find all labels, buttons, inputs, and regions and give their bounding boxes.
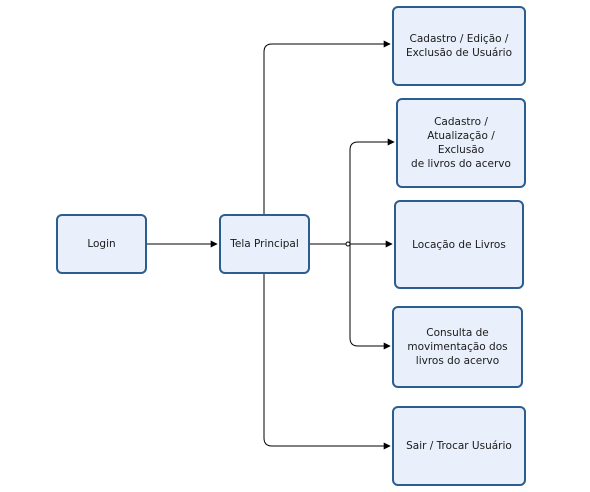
node-login[interactable]: Login [56, 214, 147, 274]
node-movement-query-line: livros do acervo [415, 355, 500, 367]
node-movement-query[interactable]: Consulta de movimentação dos livros do a… [392, 306, 523, 388]
node-main-screen[interactable]: Tela Principal [219, 214, 310, 274]
node-movement-query-line: movimentação dos [407, 341, 508, 353]
node-book-rental-label: Locação de Livros [412, 238, 506, 251]
node-movement-query-line: Consulta de [426, 327, 489, 339]
node-user-registration[interactable]: Cadastro / Edição / Exclusão de Usuário [392, 6, 526, 86]
node-user-registration-line: Cadastro / Edição / [409, 33, 509, 45]
node-book-registration-line: Atualização / Exclusão [427, 130, 495, 156]
node-main-screen-label: Tela Principal [230, 238, 299, 250]
node-book-rental[interactable]: Locação de Livros [394, 200, 524, 289]
edge-junction [345, 241, 351, 247]
edge-main-to-logout [263, 274, 391, 450]
node-user-registration-line: Exclusão de Usuário [405, 47, 513, 59]
node-book-registration-line: de livros do acervo [411, 158, 511, 170]
edge-main-to-book-registration [310, 138, 395, 245]
node-book-registration[interactable]: Cadastro / Atualização / Exclusão de liv… [396, 98, 526, 188]
node-logout[interactable]: Sair / Trocar Usuário [392, 406, 526, 486]
node-logout-label: Sair / Trocar Usuário [406, 440, 512, 452]
node-login-label: Login [87, 238, 116, 250]
edge-main-to-movement-query [349, 244, 391, 350]
edge-main-to-user-registration [263, 40, 391, 214]
node-book-registration-line: Cadastro / [434, 116, 488, 128]
